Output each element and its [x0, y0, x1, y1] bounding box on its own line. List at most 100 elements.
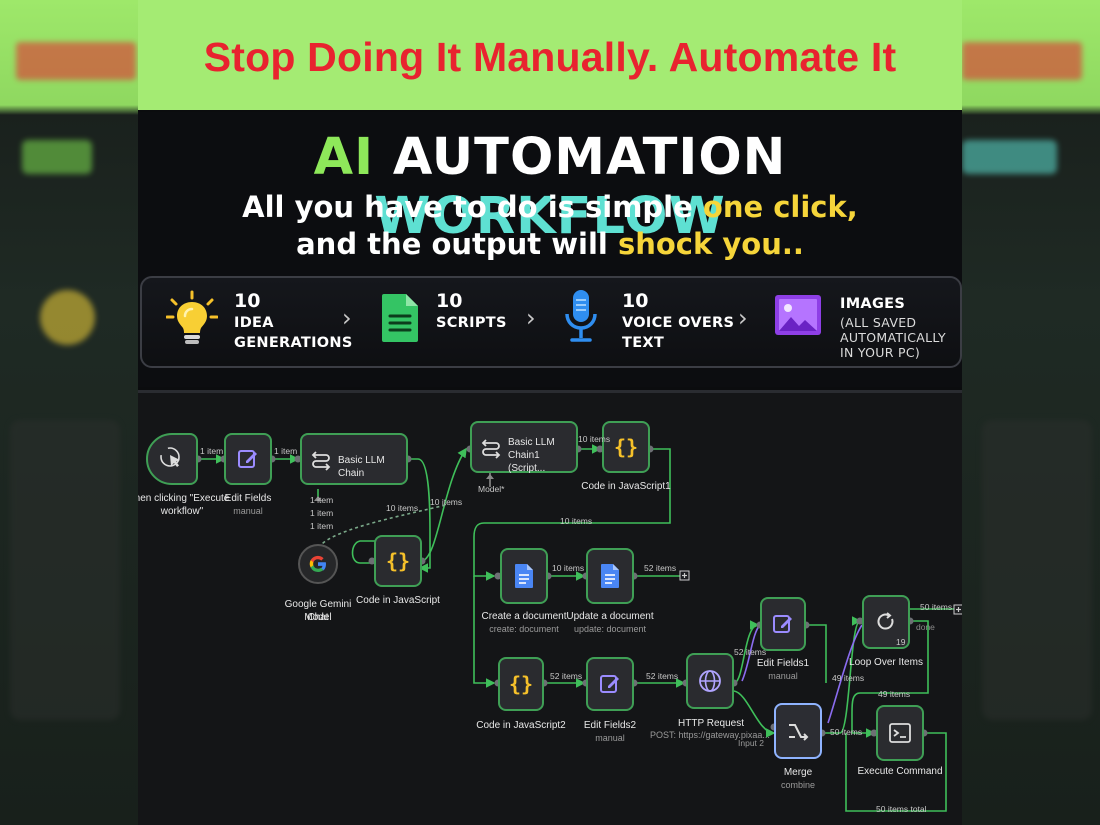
- edge-label-4b: 10 items: [386, 503, 419, 513]
- edge-label-2: 1 item: [274, 446, 298, 456]
- image-icon: [775, 295, 821, 335]
- code-braces-icon: {}: [508, 672, 534, 696]
- step1-count: 10: [234, 290, 261, 312]
- edge-label-16: 50 items total: [876, 804, 927, 814]
- node-edit-fields2[interactable]: [586, 657, 634, 711]
- node-edit-fields1[interactable]: [760, 597, 806, 651]
- google-docs-icon: [601, 564, 619, 588]
- node-manual-trigger[interactable]: [146, 433, 198, 485]
- blurred-background-left: [0, 0, 138, 825]
- node-edit-fields1-label: Edit Fields1: [756, 658, 810, 669]
- google-docs-icon: [515, 564, 533, 588]
- edge-merge-loop: [822, 616, 862, 734]
- workflow-canvas[interactable]: hen clicking "Execute workflow" Edit Fie…: [138, 390, 962, 825]
- loop-run-count: 19: [896, 637, 906, 647]
- chevron-right-icon: ›: [342, 304, 352, 332]
- edge-label-8: 52 items: [644, 563, 677, 573]
- hero-subtitle-line1: All you have to do is simple one click,: [138, 190, 962, 224]
- title-ai: AI: [313, 128, 375, 187]
- node-update-document[interactable]: [586, 548, 634, 604]
- edge-label-1: 1 item: [200, 446, 224, 456]
- edge-label-done: done: [916, 622, 935, 632]
- edge-loop-exec: [851, 620, 929, 738]
- edge-label-3c: 1 item: [310, 521, 334, 531]
- edge-label-4: 10 items: [430, 497, 463, 507]
- terminal-icon: [889, 723, 911, 743]
- code-braces-icon: {}: [613, 435, 639, 459]
- node-basic-llm-chain1[interactable]: Basic LLM Chain1 (Script...: [470, 421, 578, 474]
- node-code-js1-label: Code in JavaScript1: [581, 481, 671, 492]
- node-create-document[interactable]: [500, 548, 548, 604]
- node-code-in-javascript[interactable]: {}: [374, 535, 422, 587]
- node-merge[interactable]: [774, 703, 822, 759]
- edge-label-12: 49 items: [832, 673, 865, 683]
- node-merge-label: Merge: [783, 767, 813, 778]
- node-http-request[interactable]: [686, 653, 734, 709]
- node-loop-label: Loop Over Items: [849, 657, 923, 668]
- node-http-sub: POST: https://gateway.pixaa...: [650, 730, 770, 740]
- node-gemini-label-line1: Google Gemini Chat: [284, 599, 352, 623]
- node-http-label: HTTP Request: [678, 718, 744, 729]
- node-llm1-label-line2: Chain1 (Script...: [508, 450, 546, 474]
- node-code-js-label: Code in JavaScript: [356, 595, 440, 606]
- code-braces-icon: {}: [385, 549, 411, 573]
- document-icon: [382, 294, 418, 342]
- google-g-icon: [309, 555, 326, 572]
- edge-http-merge: [733, 690, 776, 738]
- banner-headline: Stop Doing It Manually. Automate It: [203, 34, 897, 80]
- pencil-edit-icon: [238, 450, 257, 468]
- edge-label-15: 50 items: [920, 602, 953, 612]
- node-code-in-javascript1[interactable]: {}: [602, 421, 650, 473]
- edge-exec-total: [845, 732, 947, 812]
- lightbulb-icon: [166, 290, 218, 344]
- node-trigger-label-line2: workflow": [160, 506, 204, 517]
- subtitle2-highlight: shock you..: [617, 227, 804, 261]
- cursor-click-icon: [160, 447, 180, 467]
- node-update-doc-label: Update a document: [566, 611, 654, 622]
- step2-count: 10: [436, 290, 463, 312]
- node-create-doc-label: Create a document: [481, 611, 567, 622]
- node-edit-fields-sub: manual: [233, 506, 263, 516]
- edge-code-in: [351, 540, 378, 564]
- pencil-edit-icon: [773, 615, 792, 633]
- chevron-right-icon: ›: [738, 304, 748, 332]
- title-workflow: WORKFLOW: [374, 187, 726, 246]
- node-llm1-label-line1: Basic LLM: [508, 437, 555, 448]
- chain-link-icon: [481, 439, 501, 459]
- chain-link-icon: [311, 451, 331, 471]
- edge-label-9: 52 items: [550, 671, 583, 681]
- step4-label: IMAGES: [840, 296, 906, 312]
- microphone-icon: [565, 290, 597, 342]
- globe-icon: [699, 670, 721, 692]
- loop-refresh-icon: [877, 612, 894, 630]
- node-code-js2-label: Code in JavaScript2: [476, 720, 566, 731]
- node-basic-llm-chain[interactable]: Basic LLM Chain: [300, 433, 408, 485]
- thumbnail-frame: Stop Doing It Manually. Automate It AI A…: [138, 0, 962, 825]
- step3-label-line2: TEXT: [622, 335, 665, 351]
- edge-label-model: Model*: [478, 484, 505, 494]
- node-gemini-model[interactable]: [298, 544, 338, 584]
- node-gemini-label-line2: Model: [304, 612, 332, 623]
- subtitle1-text: All you have to do is simple: [242, 190, 693, 224]
- node-basic-llm-label: Basic LLM Chain: [338, 455, 385, 479]
- edge-label-10: 52 items: [646, 671, 679, 681]
- node-edit-fields[interactable]: [224, 433, 272, 485]
- node-exec-label: Execute Command: [857, 766, 943, 777]
- node-edit-fields1-sub: manual: [768, 671, 798, 681]
- node-code-in-javascript2[interactable]: {}: [498, 657, 544, 711]
- node-execute-command[interactable]: [876, 705, 924, 761]
- edge-merge-loop-purple: [827, 624, 863, 724]
- top-banner: Stop Doing It Manually. Automate It: [138, 0, 962, 110]
- edge-label-input2: Input 2: [738, 738, 764, 748]
- blurred-background-right: [962, 0, 1100, 825]
- step2-label-line1: SCRIPTS: [436, 315, 507, 331]
- edge-label-3b: 1 item: [310, 508, 334, 518]
- edge-label-11: 52 items: [734, 647, 767, 657]
- node-loop-over-items[interactable]: 19: [862, 595, 910, 649]
- step4-note-line1: (ALL SAVED: [840, 315, 917, 330]
- hero-title: AI AUTOMATION WORKFLOW: [138, 128, 962, 246]
- subtitle2-text: and the output will: [296, 227, 608, 261]
- node-create-doc-sub: create: document: [489, 624, 559, 634]
- edge-llm-code: [408, 458, 431, 573]
- edge-label-6: 10 items: [560, 516, 593, 526]
